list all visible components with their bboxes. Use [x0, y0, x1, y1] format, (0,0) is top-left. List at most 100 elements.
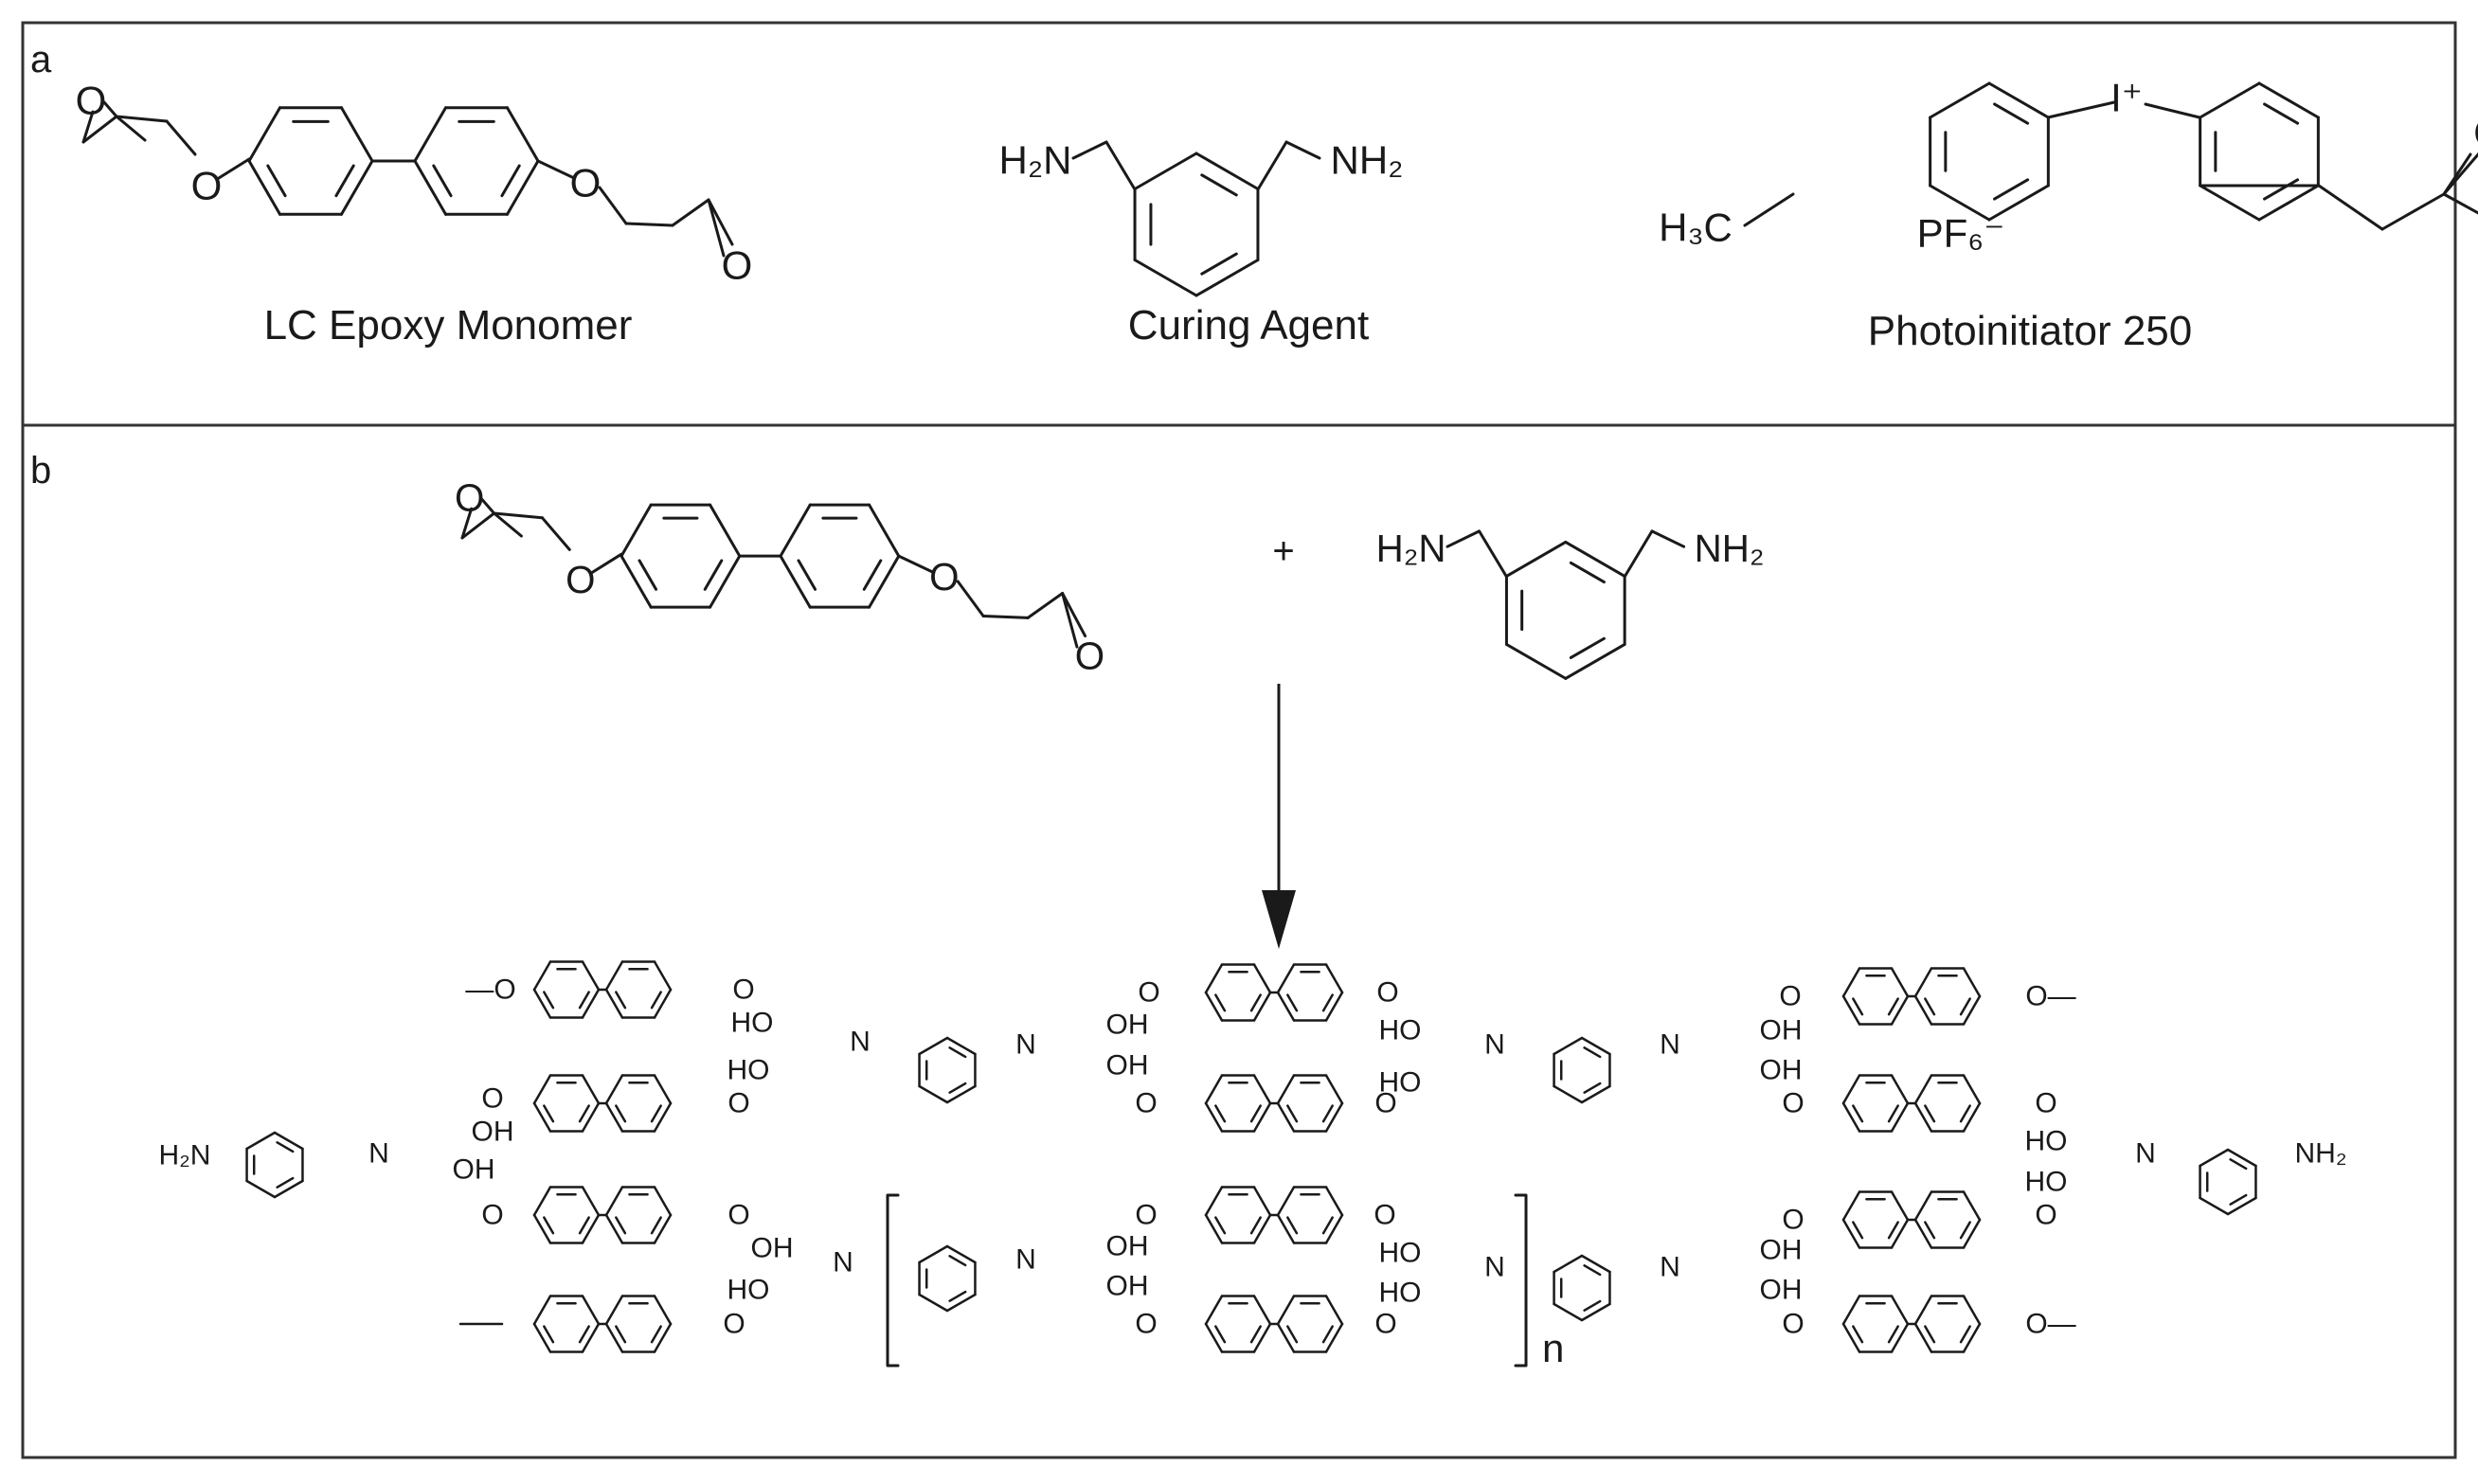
bond	[653, 1213, 673, 1244]
atom-label: HO	[1379, 1067, 1422, 1099]
atom-label: O	[727, 1088, 749, 1119]
bond	[1194, 152, 1260, 190]
bond	[540, 516, 571, 551]
bond	[247, 159, 281, 216]
bond	[532, 988, 552, 1019]
bond	[1194, 259, 1260, 297]
atom-label: O	[76, 79, 107, 123]
bond	[1324, 1074, 1344, 1105]
bond	[945, 1084, 977, 1104]
bond	[1200, 173, 1238, 197]
bond	[1583, 1264, 1602, 1277]
bond	[981, 614, 1030, 619]
atom-label: HO	[727, 1055, 770, 1086]
atom-label: O	[1075, 635, 1104, 678]
caption-photoinitiator: Photoinitiator 250	[1868, 308, 2192, 354]
atom-label: O—	[2025, 1309, 2075, 1340]
bond	[273, 1131, 304, 1151]
bond	[2226, 1196, 2257, 1216]
bond	[897, 554, 935, 574]
bond	[532, 1101, 552, 1133]
atom-label: OH	[1760, 1235, 1803, 1266]
bond	[1321, 1216, 1334, 1235]
bond	[532, 1322, 552, 1353]
atom-label: O	[1135, 1309, 1157, 1340]
bond	[1841, 967, 1861, 998]
bond	[1504, 540, 1568, 578]
bond	[1252, 1074, 1272, 1105]
bond	[1252, 991, 1272, 1022]
atom-label: HO	[1379, 1238, 1422, 1269]
panel-b-letter: b	[30, 450, 51, 492]
bond	[1204, 963, 1224, 994]
bond	[604, 988, 624, 1019]
bond	[273, 1179, 304, 1199]
bond	[1841, 1295, 1861, 1326]
bond	[340, 159, 374, 216]
bond	[650, 991, 662, 1010]
atom-label: O	[2035, 1200, 2056, 1231]
bond	[532, 1186, 552, 1217]
atom-label: O	[732, 974, 754, 1006]
bond	[1133, 259, 1198, 297]
bond	[1324, 1322, 1344, 1353]
bond	[703, 559, 724, 591]
repeat-index-n: n	[1542, 1326, 1564, 1370]
bond	[334, 164, 355, 198]
bond	[247, 106, 281, 163]
reaction-arrow	[1262, 684, 1296, 949]
bond	[1324, 1186, 1344, 1217]
bond	[2257, 184, 2320, 222]
bond	[1214, 993, 1227, 1012]
bond	[590, 552, 623, 574]
atom-label: OH	[751, 1233, 794, 1264]
bond	[2199, 81, 2261, 119]
atom-label: N	[850, 1027, 871, 1058]
bond	[1929, 81, 1991, 119]
panel-a-letter: a	[30, 39, 52, 80]
bond	[918, 1244, 949, 1264]
bond	[868, 503, 901, 558]
bond	[115, 115, 169, 123]
bond	[340, 106, 374, 163]
plus-sign: +	[1272, 530, 1294, 572]
bond	[1504, 642, 1568, 680]
bond	[918, 1293, 949, 1313]
bond	[1446, 529, 1481, 548]
bond	[1890, 1322, 1910, 1353]
atom-label: OH	[1760, 1055, 1803, 1086]
bond	[165, 119, 197, 156]
atom-label: OH	[1106, 1010, 1149, 1041]
atom-label: HO	[1379, 1278, 1422, 1309]
bond	[653, 1101, 673, 1133]
bond	[1924, 1221, 1936, 1240]
bond	[1650, 529, 1686, 548]
atom-label: HO	[731, 1008, 774, 1039]
bond	[532, 1213, 552, 1244]
bond	[650, 1104, 662, 1123]
atom-label: O	[1782, 1309, 1804, 1340]
bond	[432, 164, 453, 198]
bond	[532, 1295, 552, 1326]
bond	[1841, 1190, 1861, 1222]
bond	[653, 988, 673, 1019]
bond	[604, 1101, 624, 1133]
bond	[1252, 1186, 1272, 1217]
bond	[1962, 1295, 1982, 1326]
bond	[1204, 991, 1224, 1022]
bond	[581, 1186, 601, 1217]
bond	[2229, 1193, 2248, 1206]
atom-label: N	[1660, 1029, 1680, 1061]
bond	[1959, 1104, 1971, 1123]
bond	[1913, 1101, 1933, 1133]
atom-label: OH	[1760, 1015, 1803, 1046]
atom-label: O	[191, 164, 223, 208]
bond	[653, 960, 673, 992]
bond	[581, 1322, 601, 1353]
bond	[1284, 140, 1321, 160]
bond	[615, 1216, 627, 1235]
bond	[1962, 967, 1982, 998]
bond	[1214, 1325, 1227, 1344]
